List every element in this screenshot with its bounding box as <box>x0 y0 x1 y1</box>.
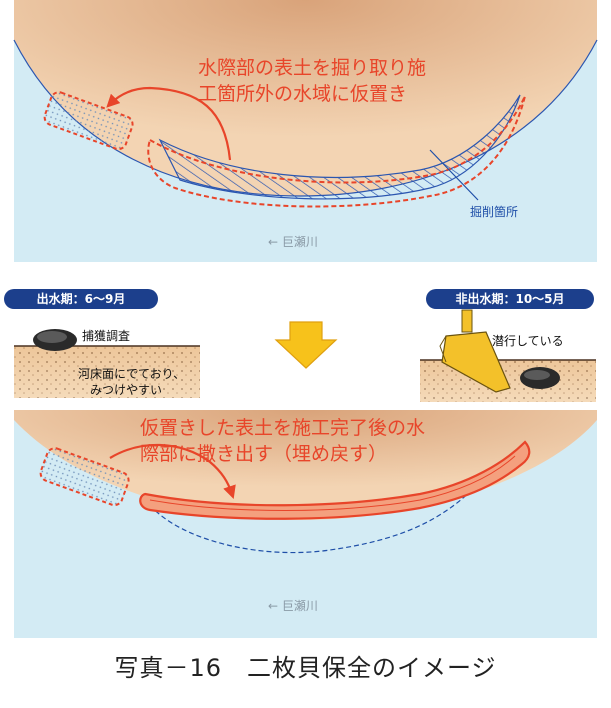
top-bank <box>14 0 597 196</box>
dry-caption: 潜行している <box>492 334 564 348</box>
old-storage-pile <box>39 447 130 507</box>
top-panel: 水際部の表土を掘り取り施 工箇所外の水域に仮置き 掘削箇所 ← 巨瀬川 <box>13 0 598 262</box>
excavation-area <box>158 94 521 200</box>
flood-caption-top: 捕獲調査 <box>82 328 130 343</box>
clam-buried <box>520 367 560 389</box>
flood-caption-line2: みつけやすい <box>90 383 162 397</box>
top-callout-line2: 工箇所外の水域に仮置き <box>198 83 407 105</box>
bottom-callout-line1: 仮置きした表土を施工完了後の水 <box>140 417 425 439</box>
bottom-callout-line2: 際部に撒き出す（埋め戻す） <box>140 443 387 465</box>
transition-arrow-icon <box>274 321 338 369</box>
return-arrow <box>109 443 236 500</box>
bottom-panel: 仮置きした表土を施工完了後の水 際部に撒き出す（埋め戻す） ← 巨瀬川 <box>14 410 597 638</box>
excavation-label: 掘削箇所 <box>470 204 518 219</box>
bottom-river-label: ← 巨瀬川 <box>268 599 318 613</box>
top-river-label: ← 巨瀬川 <box>268 235 318 249</box>
flood-season-label: 出水期：6～9月 <box>37 291 126 306</box>
dry-season-label: 非出水期：10～5月 <box>455 291 564 306</box>
flood-season-badge <box>4 289 158 309</box>
scene-illustration: 水際部の表土を掘り取り施 工箇所外の水域に仮置き 掘削箇所 ← 巨瀬川 出水期：… <box>4 0 598 638</box>
figure-caption: 写真－16 二枚貝保全のイメージ <box>114 654 497 682</box>
backfill-band <box>139 440 531 520</box>
flood-caption-line1: 河床面にでており、 <box>78 367 185 381</box>
dry-season-badge <box>426 289 594 309</box>
temp-storage-pile <box>43 91 134 151</box>
move-arrow <box>106 86 232 161</box>
clam-exposed <box>33 329 77 351</box>
middle-section: 出水期：6～9月 捕獲調査 河床面にでており、 みつけやすい 非出水期：10～5… <box>4 289 596 402</box>
excavation-outline <box>147 95 526 208</box>
excavator-bucket-icon <box>439 309 511 393</box>
top-callout-line1: 水際部の表土を掘り取り施 <box>198 57 426 79</box>
